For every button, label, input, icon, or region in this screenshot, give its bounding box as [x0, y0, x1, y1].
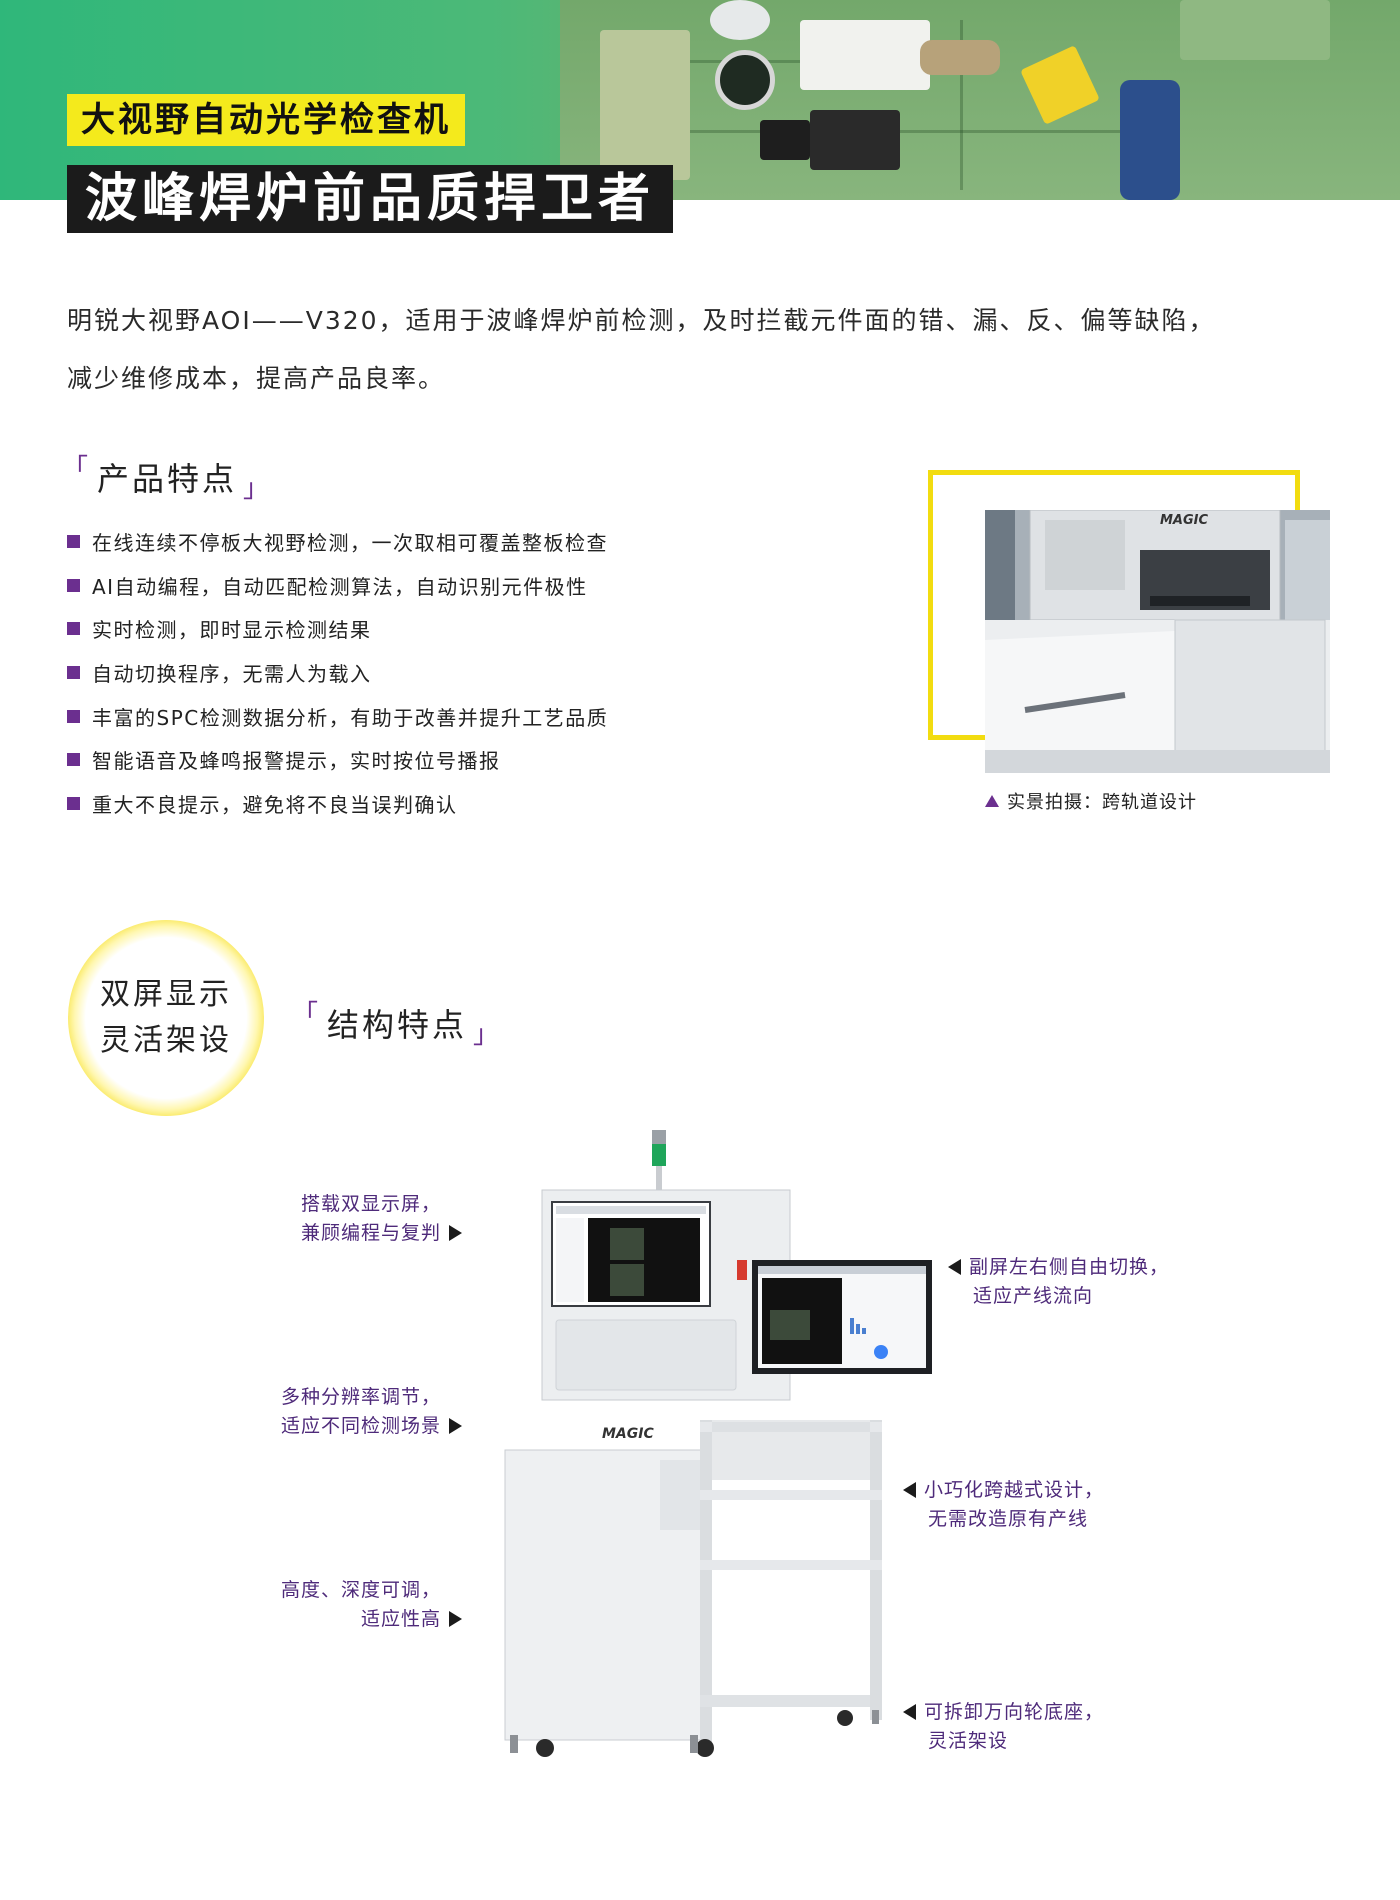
list-item-text: 智能语音及蜂鸣报警提示，实时按位号播报 [92, 749, 501, 774]
photo-frame-left [928, 470, 933, 740]
list-item-text: 丰富的SPC检测数据分析，有助于改善并提升工艺品质 [92, 705, 609, 730]
bracket-close-icon: 」 [243, 474, 273, 504]
square-bullet-icon [67, 535, 80, 549]
callout-text: 适应产线流向 [973, 1285, 1094, 1307]
photo-frame-bottom [928, 735, 988, 740]
product-features-heading: 「 产品特点 」 [62, 454, 272, 505]
arrow-left-icon [903, 1704, 916, 1720]
list-item: 在线连续不停板大视野检测，一次取相可覆盖整板检查 [67, 520, 827, 564]
photo-frame-top [928, 470, 1300, 475]
callout-line-1: 高度、深度可调， [250, 1576, 462, 1605]
photo-caption: 实景拍摄：跨轨道设计 [985, 788, 1197, 814]
structure-features-heading-text: 结构特点 [327, 1006, 468, 1044]
square-bullet-icon [67, 622, 80, 636]
product-features-list: 在线连续不停板大视野检测，一次取相可覆盖整板检查 AI自动编程，自动匹配检测算法… [67, 520, 827, 825]
signal-tower-pole [656, 1166, 662, 1190]
list-item: 自动切换程序，无需人为载入 [67, 651, 827, 695]
callout-line-1: 小巧化跨越式设计， [903, 1476, 1163, 1505]
installation-photo: MAGIC [985, 510, 1330, 773]
callout-adjustable: 高度、深度可调， 适应性高 [250, 1576, 462, 1634]
list-item: AI自动编程，自动匹配检测算法，自动识别元件极性 [67, 564, 827, 608]
photo-caption-text: 实景拍摄：跨轨道设计 [1007, 792, 1197, 813]
arrow-right-icon [449, 1225, 462, 1241]
list-item: 重大不良提示，避免将不良当误判确认 [67, 782, 827, 826]
list-item-text: 重大不良提示，避免将不良当误判确认 [92, 792, 458, 817]
bracket-close-icon: 」 [473, 1020, 503, 1050]
list-item-text: 自动切换程序，无需人为载入 [92, 662, 372, 687]
callout-text: 适应不同检测场景 [280, 1415, 441, 1437]
square-bullet-icon [67, 796, 80, 810]
caster-wheel [696, 1739, 714, 1757]
callout-resolution: 多种分辨率调节， 适应不同检测场景 [230, 1383, 462, 1441]
callout-text: 搭载双显示屏， [300, 1193, 441, 1215]
arrow-left-icon [948, 1259, 961, 1275]
signal-tower-light [652, 1144, 666, 1166]
header-title: 波峰焊炉前品质捍卫者 [67, 165, 674, 233]
square-bullet-icon [67, 709, 80, 723]
arrow-right-icon [449, 1418, 462, 1434]
callout-text: 副屏左右侧自由切换， [969, 1256, 1170, 1278]
callout-text: 适应性高 [360, 1608, 441, 1630]
header-subtitle: 大视野自动光学检查机 [67, 94, 465, 146]
emergency-button [737, 1260, 747, 1280]
callout-text: 高度、深度可调， [280, 1579, 441, 1601]
callout-line-2: 适应不同检测场景 [230, 1412, 462, 1441]
photo-frame-right [1295, 470, 1300, 510]
intro-line-1: 明锐大视野AOI——V320，适用于波峰焊炉前检测，及时拦截元件面的错、漏、反、… [67, 306, 1216, 335]
product-features-heading-text: 产品特点 [97, 460, 238, 498]
pcb-background-image [560, 0, 1400, 200]
callout-line-1: 多种分辨率调节， [230, 1383, 462, 1412]
callout-line-1: 副屏左右侧自由切换， [948, 1253, 1208, 1282]
photo-brand-logo: MAGIC [1160, 513, 1209, 528]
caster-wheel [536, 1739, 554, 1757]
machine-photo-illustration: MAGIC [985, 510, 1330, 773]
aoi-machine-drawing: MAGIC [504, 1130, 932, 1757]
list-item: 丰富的SPC检测数据分析，有助于改善并提升工艺品质 [67, 694, 827, 738]
callout-compact-design: 小巧化跨越式设计， 无需改造原有产线 [903, 1476, 1163, 1534]
square-bullet-icon [67, 578, 80, 592]
structure-features-heading: 「 结构特点 」 [292, 1000, 502, 1051]
arrow-right-icon [449, 1611, 462, 1627]
list-item-text: AI自动编程，自动匹配检测算法，自动识别元件极性 [92, 574, 588, 599]
header-banner: 大视野自动光学检查机 [0, 0, 1400, 200]
list-item-text: 实时检测，即时显示检测结果 [92, 618, 372, 643]
intro-paragraph: 明锐大视野AOI——V320，适用于波峰焊炉前检测，及时拦截元件面的错、漏、反、… [67, 292, 1337, 408]
callout-text: 无需改造原有产线 [928, 1508, 1089, 1530]
callout-line-1: 可拆卸万向轮底座， [903, 1698, 1163, 1727]
bracket-open-icon: 「 [62, 454, 92, 484]
caster-wheel [837, 1710, 853, 1726]
callout-secondary-screen: 副屏左右侧自由切换， 适应产线流向 [948, 1253, 1208, 1311]
callout-line-2: 灵活架设 [903, 1727, 1163, 1756]
callout-text: 小巧化跨越式设计， [924, 1479, 1105, 1501]
arrow-left-icon [903, 1482, 916, 1498]
callout-caster-base: 可拆卸万向轮底座， 灵活架设 [903, 1698, 1163, 1756]
callout-line-2: 无需改造原有产线 [903, 1505, 1163, 1534]
list-item: 智能语音及蜂鸣报警提示，实时按位号播报 [67, 738, 827, 782]
callout-line-2: 适应性高 [250, 1605, 462, 1634]
callout-text: 可拆卸万向轮底座， [924, 1701, 1105, 1723]
square-bullet-icon [67, 666, 80, 680]
callout-dual-display: 搭载双显示屏， 兼顾编程与复判 [250, 1190, 462, 1248]
callout-line-2: 兼顾编程与复判 [250, 1219, 462, 1248]
triangle-up-icon [985, 795, 999, 807]
callout-text: 多种分辨率调节， [280, 1386, 441, 1408]
feature-badge: 双屏显示 灵活架设 [68, 920, 264, 1116]
callout-line-1: 搭载双显示屏， [250, 1190, 462, 1219]
list-item-text: 在线连续不停板大视野检测，一次取相可覆盖整板检查 [92, 531, 608, 556]
callout-text: 兼顾编程与复判 [300, 1222, 441, 1244]
machine-brand-logo: MAGIC [602, 1426, 654, 1442]
callout-text: 灵活架设 [928, 1730, 1009, 1752]
signal-tower-cap [652, 1130, 666, 1144]
square-bullet-icon [67, 753, 80, 767]
badge-line-2: 灵活架设 [100, 1023, 232, 1058]
intro-line-2: 减少维修成本，提高产品良率。 [67, 364, 446, 393]
badge-line-1: 双屏显示 [100, 977, 232, 1012]
callout-line-2: 适应产线流向 [948, 1282, 1208, 1311]
list-item: 实时检测，即时显示检测结果 [67, 607, 827, 651]
aoi-machine-illustration: MAGIC [500, 1120, 940, 1760]
bracket-open-icon: 「 [292, 1000, 322, 1030]
